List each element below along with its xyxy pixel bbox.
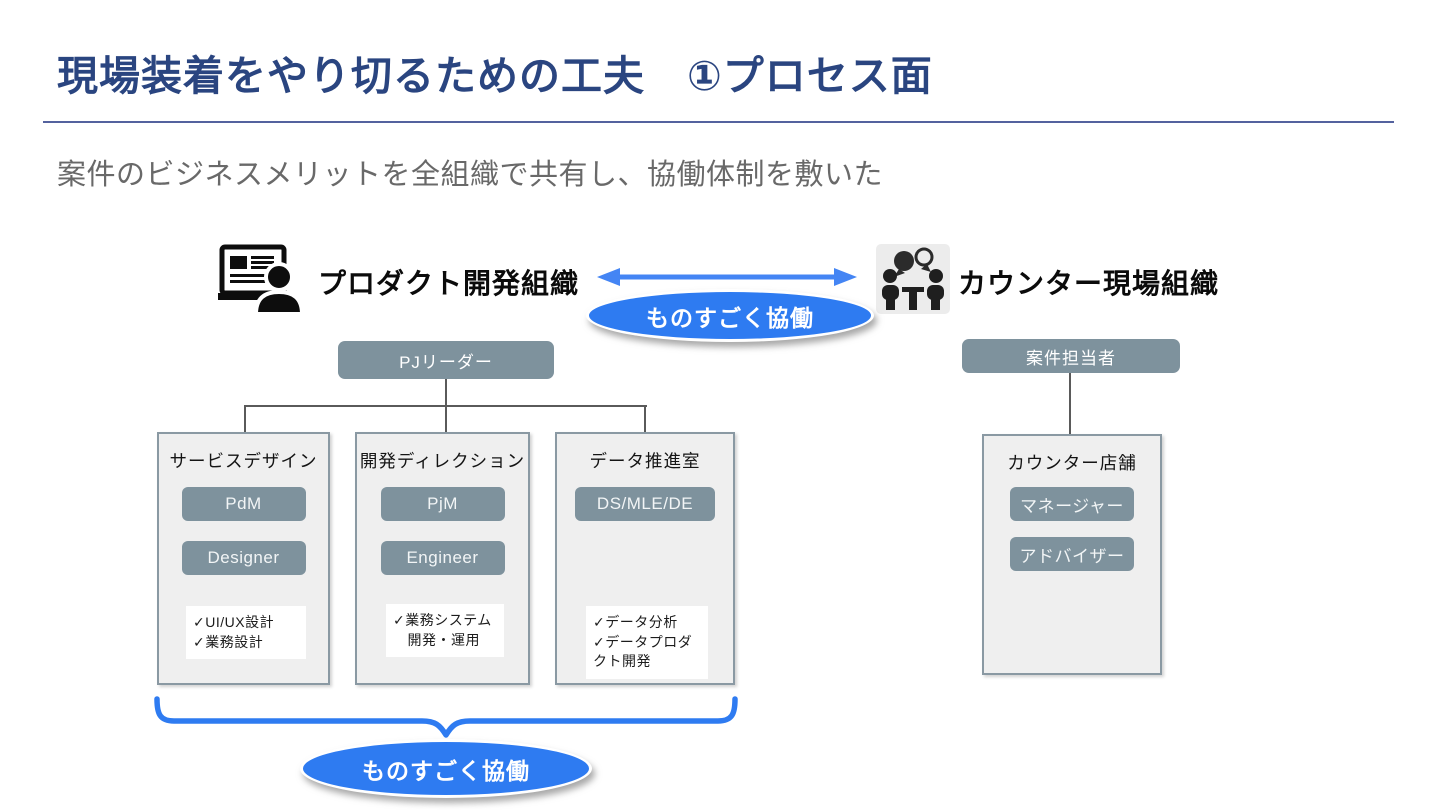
page-title: 現場装着をやり切るための工夫 ①プロセス面: [57, 53, 933, 99]
task-card: ✓業務システム 開発・運用: [386, 604, 504, 658]
dept-panel-dev-direction: 開発ディレクション PjM Engineer ✓業務システム 開発・運用: [355, 432, 530, 685]
double-arrow-icon: [597, 268, 857, 286]
role-pill: マネージャー: [1010, 487, 1134, 521]
dept-panel-service-design: サービスデザイン PdM Designer ✓UI/UX設計 ✓業務設計: [157, 432, 330, 685]
task-line: ✓業務システム: [393, 612, 492, 628]
right-org-header: カウンター現場組織: [958, 268, 1220, 299]
person-at-laptop-icon: [218, 244, 300, 314]
meeting-icon: [876, 244, 950, 314]
task-line: 開発・運用: [393, 631, 480, 648]
role-pill: アドバイザー: [1010, 537, 1134, 571]
role-pill: Designer: [181, 541, 306, 575]
task-card: ✓UI/UX設計 ✓業務設計: [186, 606, 306, 660]
connector-right: [1069, 373, 1071, 434]
connector-drop-2: [445, 406, 447, 432]
pj-leader-box: PJリーダー: [338, 341, 554, 379]
task-line: ✓UI/UX設計: [193, 614, 275, 630]
connector-drop-3: [644, 406, 646, 432]
dept-name: サービスデザイン: [169, 451, 318, 471]
connector-drop-1: [244, 406, 246, 432]
dept-name: 開発ディレクション: [359, 451, 526, 471]
dept-name: データ推進室: [589, 451, 701, 471]
task-line: ✓データ分析: [593, 614, 678, 630]
role-pill: PjM: [380, 487, 505, 521]
role-pill: PdM: [181, 487, 306, 521]
collaboration-badge-bottom: ものすごく協働: [300, 739, 592, 798]
dept-name: カウンター店舗: [1007, 453, 1137, 473]
collaboration-badge-top-label: ものすごく協働: [646, 304, 814, 331]
curly-brace-icon: [154, 696, 738, 738]
task-line: ✓データプロダ: [593, 633, 693, 650]
pj-leader-label: PJリーダー: [399, 352, 493, 372]
case-manager-box: 案件担当者: [962, 339, 1180, 373]
role-pill: DS/MLE/DE: [575, 487, 715, 521]
task-line: ✓業務設計: [193, 633, 264, 650]
title-divider: [43, 121, 1394, 123]
dept-panel-counter-store: カウンター店舗 マネージャー アドバイザー: [982, 434, 1162, 675]
collaboration-badge-top: ものすごく協働: [586, 289, 874, 342]
task-card: ✓データ分析 ✓データプロダ クト開発: [586, 606, 708, 679]
left-org-header: プロダクト開発組織: [318, 268, 580, 299]
connector-leader-stem: [445, 379, 447, 406]
role-pill: Engineer: [380, 541, 505, 575]
task-line: クト開発: [593, 653, 651, 670]
collaboration-badge-bottom-label: ものすごく協働: [362, 757, 530, 784]
page-subtitle: 案件のビジネスメリットを全組織で共有し、協働体制を敷いた: [57, 159, 884, 191]
case-manager-label: 案件担当者: [1026, 348, 1116, 368]
dept-panel-data-promotion: データ推進室 DS/MLE/DE ✓データ分析 ✓データプロダ クト開発: [555, 432, 735, 685]
